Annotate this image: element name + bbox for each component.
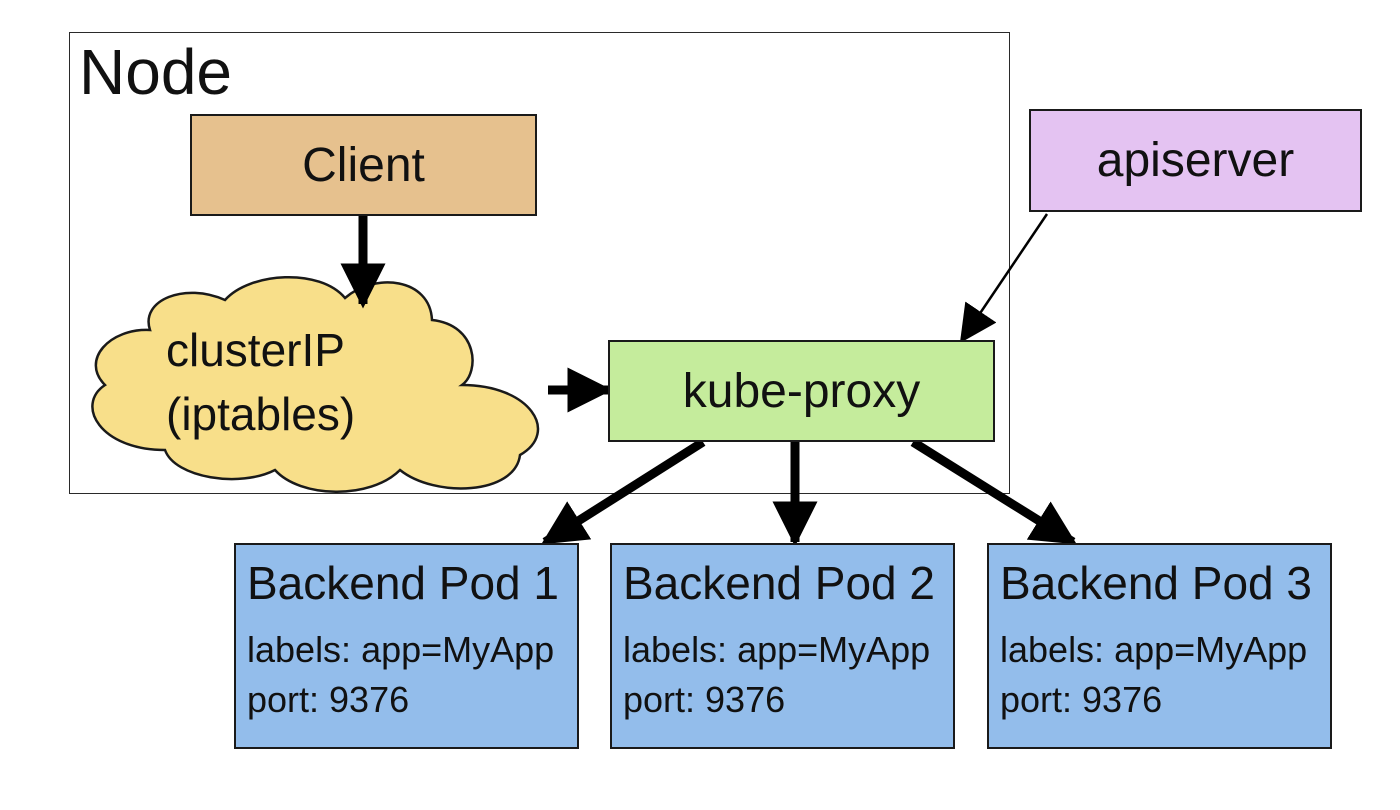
arrow-kube-proxy-to-pod-1 bbox=[541, 438, 706, 546]
node-title: Node bbox=[79, 36, 232, 108]
backend-pod-3: Backend Pod 3 labels: app=MyApp port: 93… bbox=[987, 543, 1332, 749]
client-box: Client bbox=[190, 114, 537, 216]
kube-proxy-label: kube-proxy bbox=[682, 364, 921, 418]
pod-title: Backend Pod 1 bbox=[247, 557, 560, 609]
cluster-ip-label: clusterIP (iptables) bbox=[166, 318, 426, 446]
node-container bbox=[69, 32, 1010, 494]
pod-title: Backend Pod 2 bbox=[623, 557, 936, 609]
backend-pod-2: Backend Pod 2 labels: app=MyApp port: 93… bbox=[610, 543, 955, 749]
kube-proxy-box: kube-proxy bbox=[608, 340, 995, 442]
pod-labels: labels: app=MyApp bbox=[247, 629, 555, 670]
arrow-kube-proxy-to-pod-3 bbox=[910, 438, 1077, 546]
apiserver-label: apiserver bbox=[1096, 134, 1295, 187]
client-label: Client bbox=[302, 138, 425, 192]
apiserver-box: apiserver bbox=[1029, 109, 1362, 212]
arrow-apiserver-to-kube-proxy bbox=[959, 213, 1049, 344]
backend-pod-1: Backend Pod 1 labels: app=MyApp port: 93… bbox=[234, 543, 579, 749]
cluster-ip-cloud bbox=[91, 275, 540, 493]
cluster-ip-line-1: clusterIP bbox=[166, 324, 345, 376]
cluster-ip-line-2: (iptables) bbox=[166, 388, 356, 440]
pod-port: port: 9376 bbox=[623, 679, 786, 720]
pod-labels: labels: app=MyApp bbox=[1000, 629, 1308, 670]
pod-port: port: 9376 bbox=[1000, 679, 1163, 720]
pod-labels: labels: app=MyApp bbox=[623, 629, 931, 670]
pod-title: Backend Pod 3 bbox=[1000, 557, 1313, 609]
pod-port: port: 9376 bbox=[247, 679, 410, 720]
